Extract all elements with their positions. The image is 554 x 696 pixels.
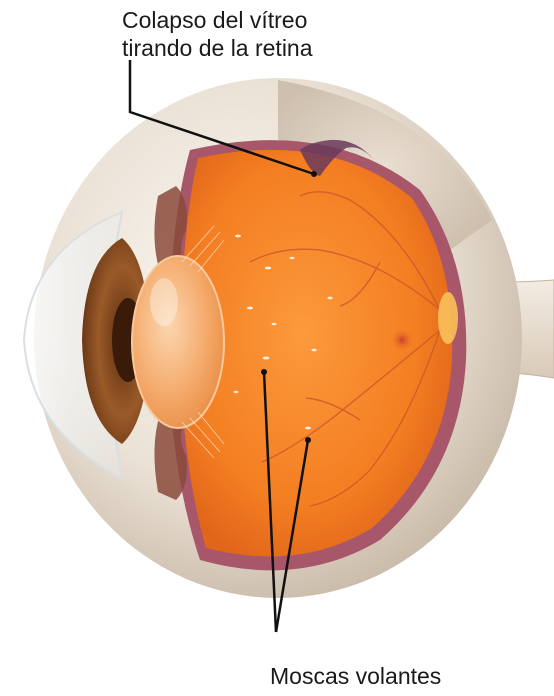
leader-dot-floaters-1 [261,369,267,375]
leader-dot-floaters-2 [305,437,311,443]
optic-disc [438,292,458,344]
label-vitreous-collapse-line2: tirando de la retina [122,34,313,62]
label-floaters: Moscas volantes [270,662,441,690]
lens [132,256,224,428]
lens-highlight [150,278,178,326]
macula [390,328,414,352]
label-vitreous-collapse: Colapso del vítreo tirando de la retina [122,6,313,62]
label-vitreous-collapse-line1: Colapso del vítreo [122,6,313,34]
leader-dot-vitreous-collapse [311,171,317,177]
